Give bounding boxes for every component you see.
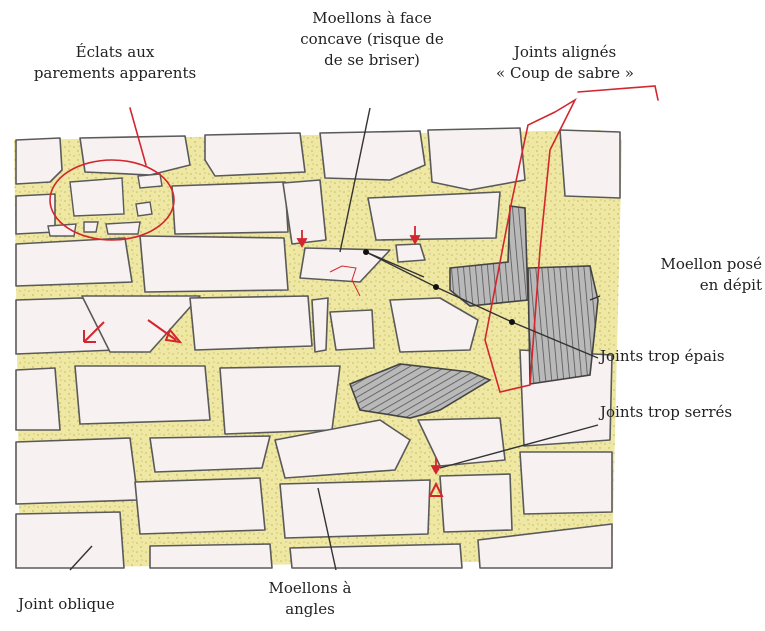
stone-fragment xyxy=(138,174,162,188)
label-joints-alignes: Joints alignés « Coup de sabre » xyxy=(480,42,650,84)
label-joints-epais: Joints trop épais xyxy=(600,346,725,367)
stone xyxy=(80,136,190,175)
label-joints-serres: Joints trop serrés xyxy=(600,402,732,423)
label-joint-oblique: Joint oblique xyxy=(18,594,115,615)
stone xyxy=(135,478,265,534)
stone xyxy=(150,436,270,472)
stone xyxy=(205,133,305,176)
stone-fragment xyxy=(70,178,124,216)
stone xyxy=(368,192,500,240)
stone xyxy=(16,368,60,430)
stone xyxy=(16,438,138,504)
stone xyxy=(172,182,288,234)
stone-fragment xyxy=(106,222,140,234)
stone xyxy=(150,544,272,568)
hatched-stone-depit xyxy=(528,266,598,384)
stone xyxy=(520,452,612,514)
stone xyxy=(280,480,430,538)
stone xyxy=(312,298,328,352)
stone xyxy=(16,138,62,184)
stone xyxy=(290,544,462,568)
label-eclats: Éclats aux parements apparents xyxy=(15,42,215,84)
stone xyxy=(330,310,374,350)
stone xyxy=(428,128,525,190)
stone-fragment xyxy=(136,202,152,216)
stone xyxy=(220,366,340,434)
stone xyxy=(190,296,312,350)
stone xyxy=(75,366,210,424)
stone xyxy=(396,244,425,262)
red-outline-coup-de-sabre xyxy=(578,86,658,100)
label-moellon-depit: Moellon posé en dépit xyxy=(630,254,762,296)
label-moellons-angles: Moellons à angles xyxy=(240,578,380,620)
stone xyxy=(16,238,132,286)
stone-fragment xyxy=(84,222,98,232)
stone xyxy=(560,130,620,198)
stone xyxy=(16,512,124,568)
stone xyxy=(440,474,512,532)
label-face-concave: Moellons à face concave (risque de de se… xyxy=(287,8,457,71)
stone xyxy=(140,236,288,292)
